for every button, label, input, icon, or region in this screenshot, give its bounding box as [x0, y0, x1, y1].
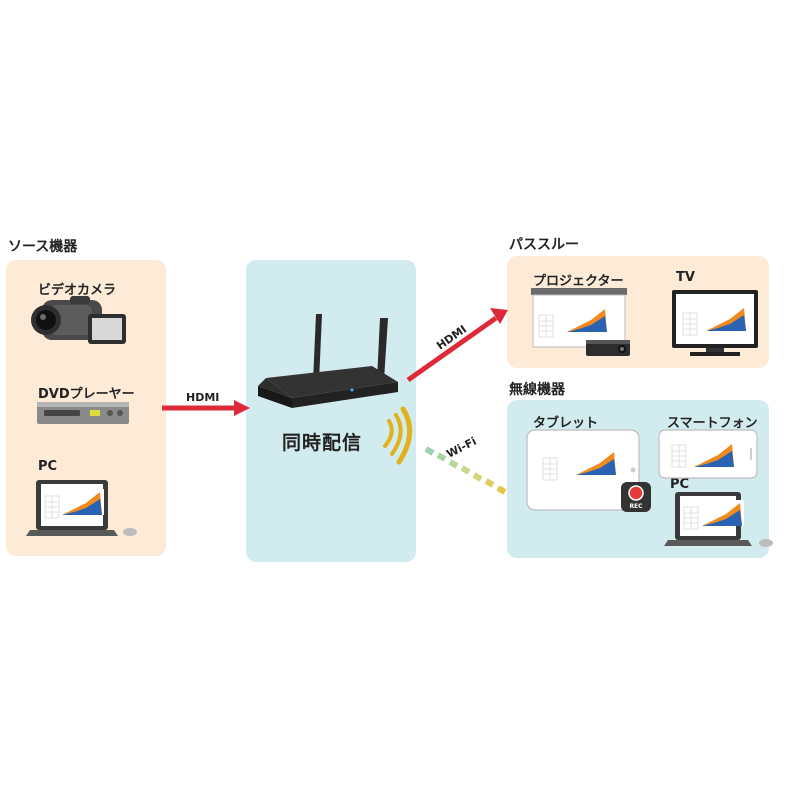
- smartphone-label: スマートフォン: [667, 416, 758, 431]
- wireless-title: 無線機器: [509, 382, 565, 398]
- source-pc-label: PC: [38, 459, 58, 474]
- tv-label: TV: [676, 270, 695, 285]
- center-label: 同時配信: [282, 432, 363, 454]
- projector-screen-icon: [531, 288, 627, 348]
- dvd-player-icon: [37, 402, 129, 424]
- source-title: ソース機器: [8, 239, 78, 255]
- tv-icon: [672, 290, 758, 356]
- tablet-icon: [526, 429, 640, 511]
- wifi-label: Wi-Fi: [444, 435, 478, 461]
- smartphone-icon: [658, 429, 758, 479]
- wireless-pc-label: PC: [670, 477, 690, 492]
- projector-icon: [586, 340, 630, 356]
- wireless-laptop-icon: [664, 492, 773, 547]
- hdmi-out-arrow: [406, 308, 508, 383]
- source-laptop-icon: [26, 480, 137, 536]
- video-camera-icon: [31, 296, 126, 344]
- center-panel: [246, 260, 416, 562]
- camera-label: ビデオカメラ: [38, 283, 117, 298]
- projector-label: プロジェクター: [533, 274, 624, 289]
- rec-label: REC: [629, 503, 643, 510]
- dvd-label: DVDプレーヤー: [38, 387, 135, 402]
- hdmi-in-arrow: [162, 400, 250, 416]
- hdmi-in-label: HDMI: [186, 391, 219, 404]
- wifi-link-line: [424, 446, 507, 495]
- wifi-signal-icon: [383, 406, 412, 465]
- router-device-icon: [258, 314, 398, 408]
- rec-app-icon: REC: [621, 482, 651, 512]
- passthrough-title: パススルー: [509, 237, 579, 253]
- tablet-label: タブレット: [533, 416, 599, 431]
